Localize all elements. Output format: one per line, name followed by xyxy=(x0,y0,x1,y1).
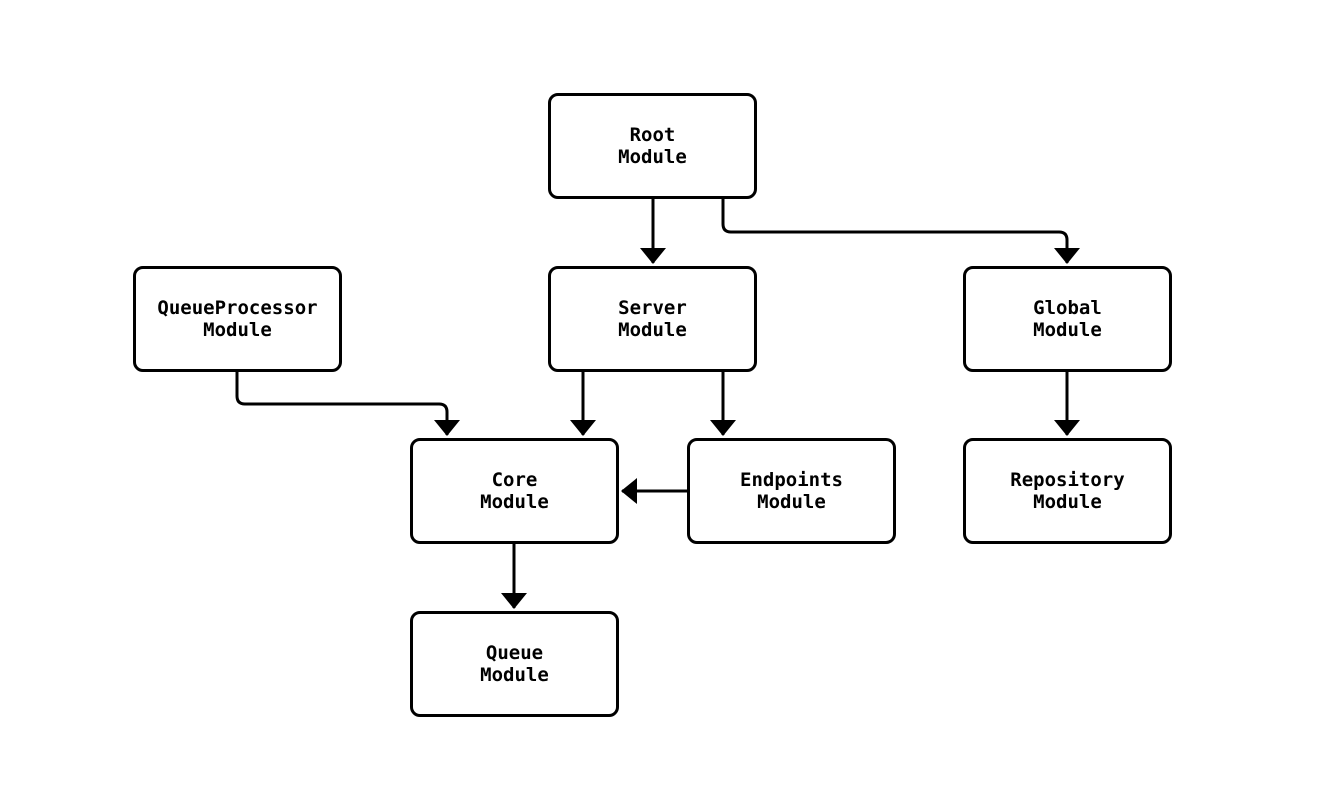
node-label: Repository Module xyxy=(1010,469,1125,513)
node-root-module: Root Module xyxy=(548,93,757,199)
node-label: QueueProcessor Module xyxy=(157,297,318,341)
edge-root-to-global xyxy=(721,199,1080,264)
node-queueprocessor-module: QueueProcessor Module xyxy=(133,266,342,372)
node-label: Global Module xyxy=(1033,297,1102,341)
node-label: Endpoints Module xyxy=(740,469,843,513)
node-global-module: Global Module xyxy=(963,266,1172,372)
node-label: Server Module xyxy=(618,297,687,341)
node-label: Root Module xyxy=(618,124,687,168)
node-server-module: Server Module xyxy=(548,266,757,372)
node-label: Queue Module xyxy=(480,642,549,686)
node-endpoints-module: Endpoints Module xyxy=(687,438,896,544)
node-label: Core Module xyxy=(480,469,549,513)
node-core-module: Core Module xyxy=(410,438,619,544)
node-repository-module: Repository Module xyxy=(963,438,1172,544)
edge-queueprocessor-to-core xyxy=(235,372,460,436)
node-queue-module: Queue Module xyxy=(410,611,619,717)
